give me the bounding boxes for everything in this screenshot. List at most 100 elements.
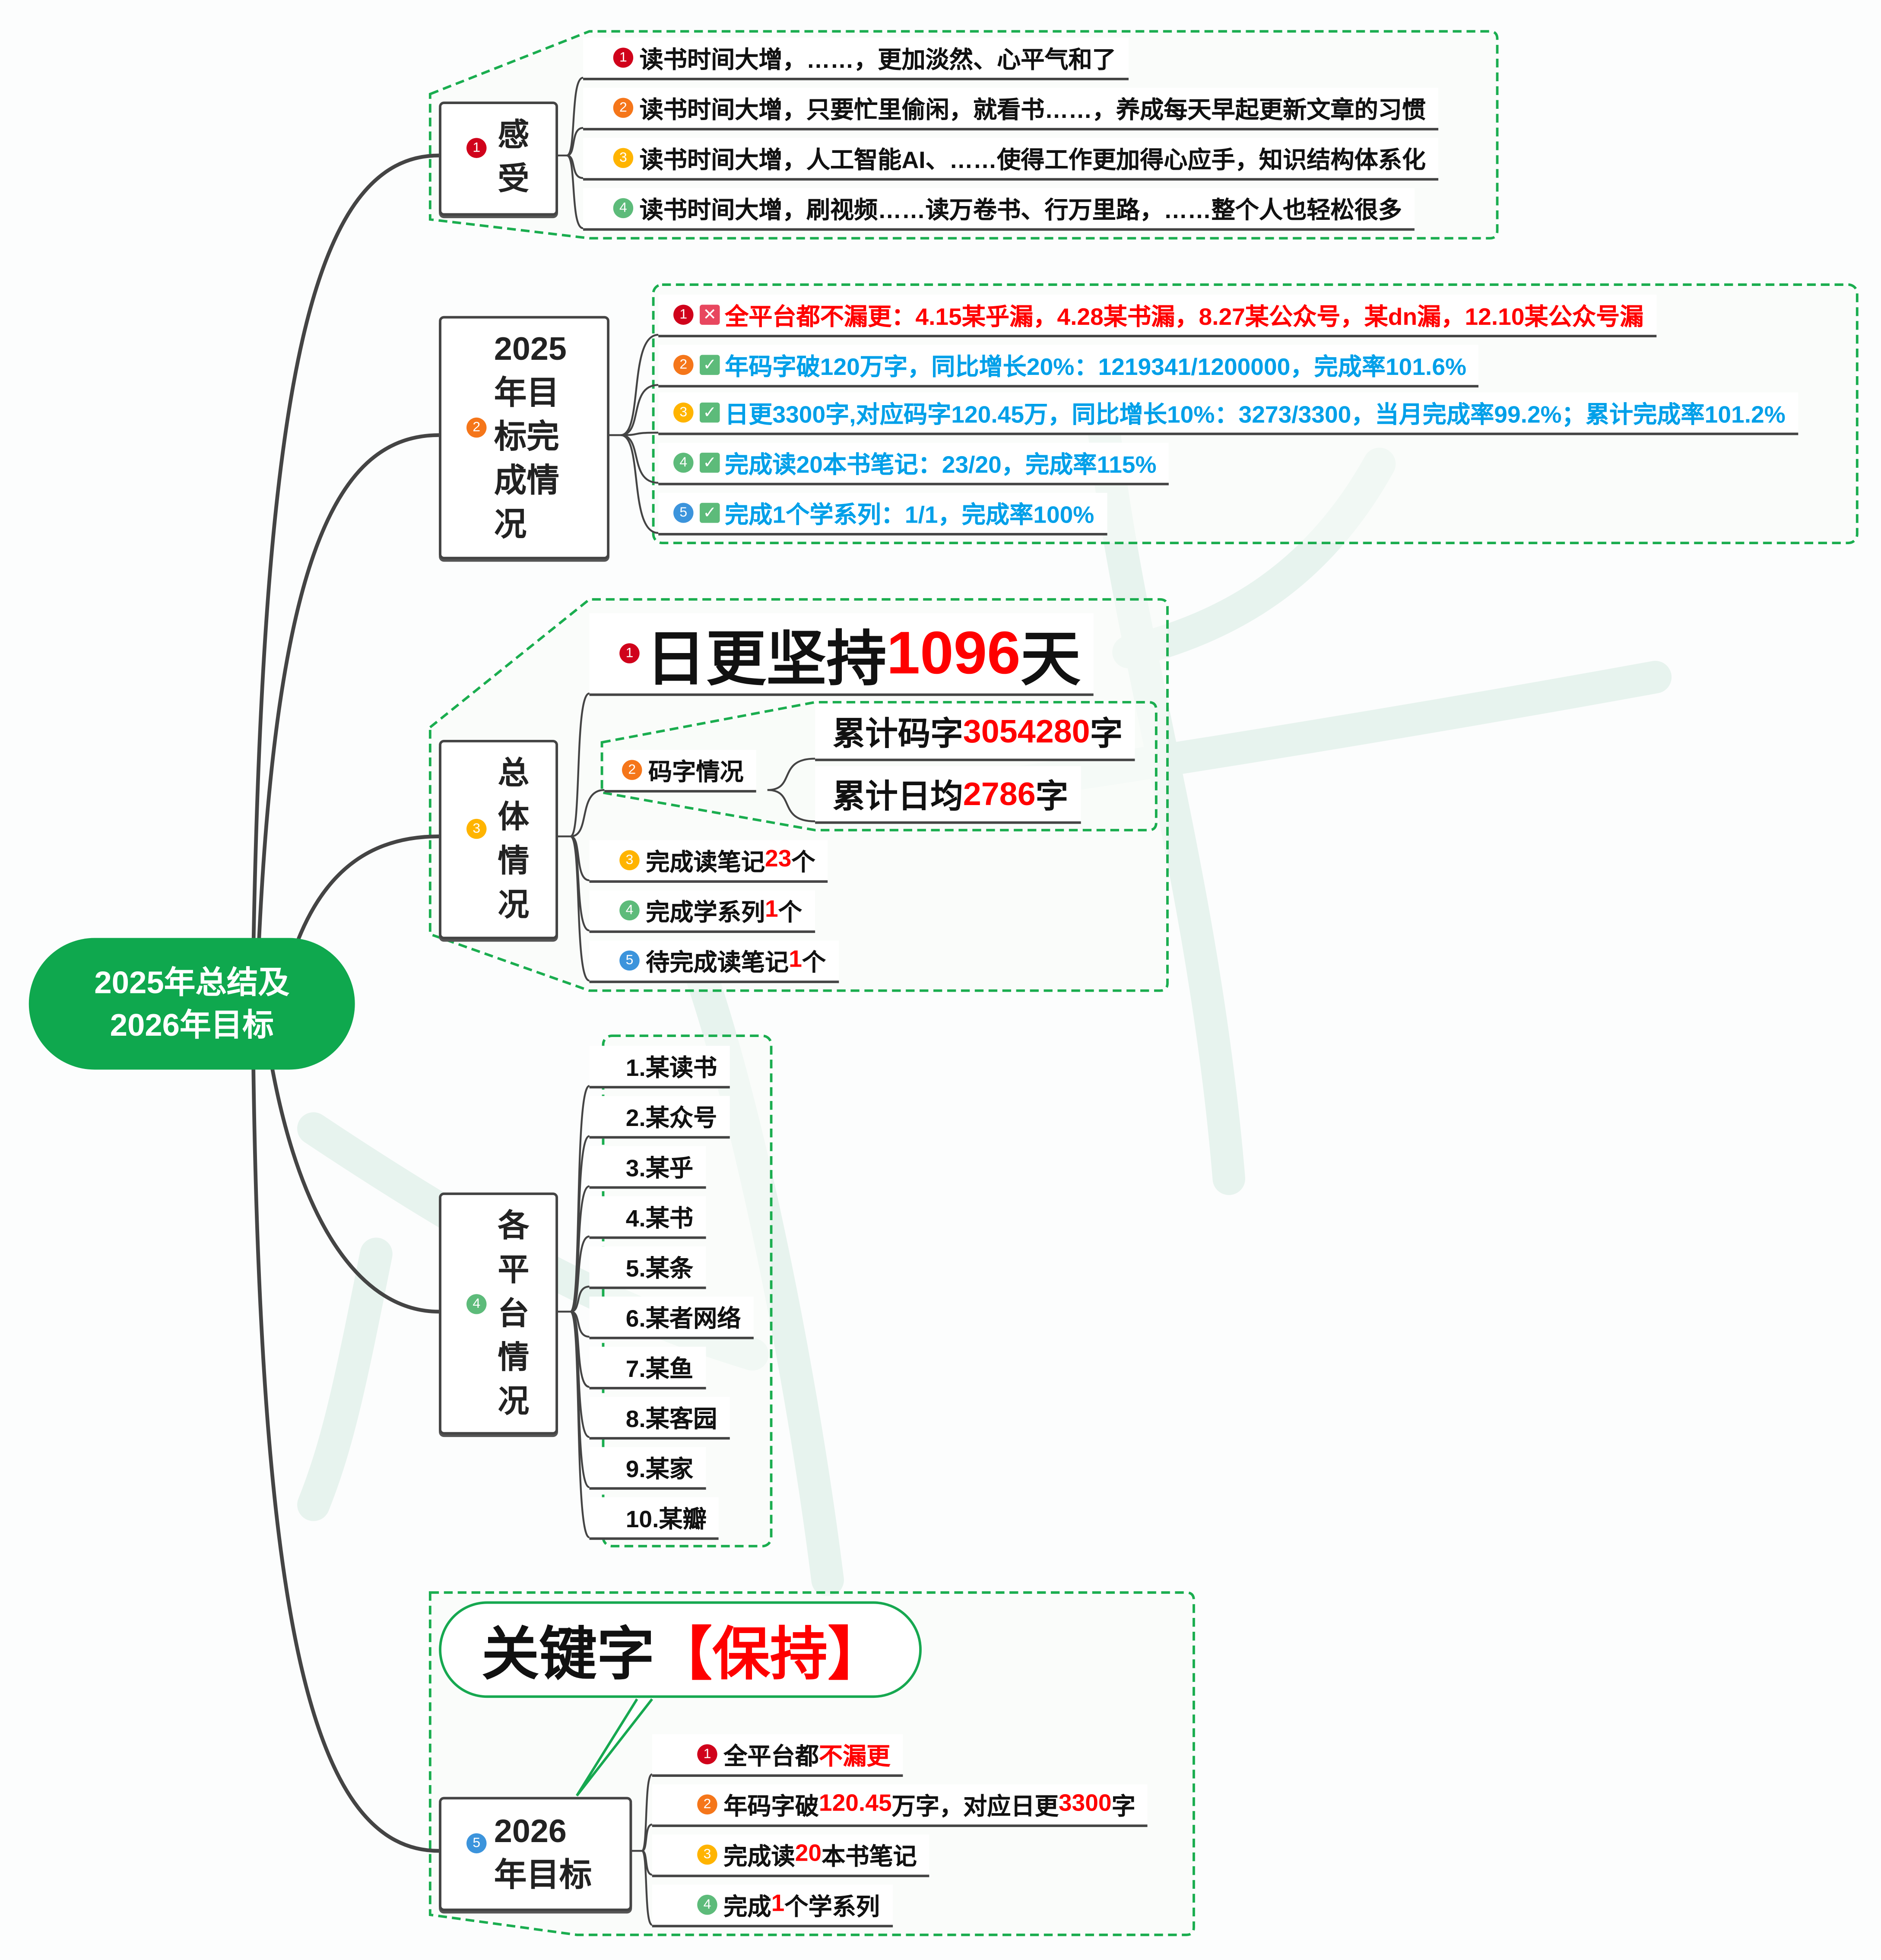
number-badge-icon: 1	[697, 1744, 717, 1764]
branch-item[interactable]: 4.某书	[589, 1196, 706, 1239]
number-badge-icon: 5	[673, 503, 694, 523]
item-text: 个学系列	[784, 1894, 880, 1921]
connector-sub-branch	[767, 789, 815, 822]
root-title-line2: 2026年目标	[110, 1007, 274, 1043]
topic-label: 感受	[498, 114, 530, 202]
item-text: 完成	[723, 1894, 771, 1921]
item-text: 万字，对应日更	[891, 1794, 1059, 1820]
connector-branch	[620, 384, 659, 436]
connector-branch	[570, 835, 590, 932]
group-outline-1	[428, 30, 1499, 240]
branch-item[interactable]: 5.某条	[589, 1246, 706, 1289]
number-badge-icon: 5	[466, 1833, 487, 1854]
branch-item[interactable]: 3.某乎	[589, 1146, 706, 1189]
item-text: 1.某读书	[625, 1055, 717, 1082]
item-text: 累计码字	[832, 714, 963, 752]
topic-label-line: 2026	[494, 1812, 567, 1850]
root-node[interactable]: 2025年总结及 2026年目标	[29, 938, 355, 1070]
topic-node-4[interactable]: 4 各平台情况	[439, 1192, 558, 1435]
topic-label-line: 台	[498, 1297, 530, 1332]
branch-item[interactable]: 7.某鱼	[589, 1347, 706, 1389]
item-text: 23	[765, 846, 792, 873]
branch-item[interactable]: 10.某瓣	[589, 1497, 719, 1540]
connector-branch	[566, 76, 584, 157]
branch-item[interactable]: 2✓年码字破120万字，同比增长20%：1219341/1200000，完成率1…	[658, 345, 1479, 388]
number-badge-icon: 3	[697, 1844, 717, 1865]
number-badge-icon: 2	[697, 1794, 717, 1815]
keyword-label: 关键字	[481, 1621, 655, 1686]
connector-branch	[566, 154, 584, 229]
topic-label-line: 况	[498, 888, 530, 923]
check-box-icon: ✓	[700, 402, 720, 423]
item-text: 读书时间大增，刷视频……读万卷书、行万里路，……整个人也轻松很多	[639, 197, 1402, 224]
item-text: 9.某家	[625, 1456, 694, 1483]
branch-item[interactable]: 3✓日更3300字,对应码字120.45万，同比增长10%：3273/3300，…	[658, 392, 1798, 435]
item-text: 年码字破	[723, 1794, 819, 1820]
topic-label: 各平台情况	[498, 1205, 530, 1424]
item-text: 3300	[1058, 1790, 1112, 1817]
branch-item[interactable]: 9.某家	[589, 1447, 706, 1490]
connector-branch	[569, 1310, 590, 1538]
number-badge-icon: 3	[673, 402, 694, 423]
item-text: 全平台都不漏更：4.15某乎漏，4.28某书漏，8.27某公众号，某dn漏，12…	[725, 304, 1644, 331]
number-badge-icon: 2	[673, 355, 694, 375]
branch-item[interactable]: 4✓完成读20本书笔记：23/20，完成率115%	[658, 442, 1169, 485]
item-text: 完成1个学系列：1/1，完成率100%	[725, 502, 1094, 529]
item-text: 字	[1035, 777, 1069, 815]
branch-item[interactable]: 2.某众号	[589, 1096, 730, 1139]
number-badge-icon: 4	[466, 1294, 487, 1314]
item-text: 码字情况	[648, 759, 744, 786]
connector-branch	[641, 1824, 653, 1852]
item-text: 个	[791, 849, 815, 876]
item-text: 个	[778, 900, 802, 926]
check-box-icon: ✓	[700, 453, 720, 473]
callout-tail	[576, 1698, 653, 1797]
branch-item[interactable]: 1✕全平台都不漏更：4.15某乎漏，4.28某书漏，8.27某公众号，某dn漏，…	[658, 295, 1656, 337]
branch-item[interactable]: 1.某读书	[589, 1046, 730, 1089]
connector-branch	[620, 434, 659, 534]
item-text: 2786	[963, 774, 1036, 812]
item-text: 个	[802, 950, 826, 977]
number-badge-icon: 3	[466, 818, 487, 839]
item-text: 完成读笔记	[646, 849, 765, 876]
branch-item[interactable]: 6.某者网络	[589, 1297, 754, 1339]
topic-label-line: 成情	[494, 461, 559, 499]
connector-root-3	[294, 834, 439, 946]
branch-item[interactable]: 5 ✓完成1个学系列：1/1，完成率100%	[658, 492, 1107, 536]
topic-label-line: 2025	[494, 330, 567, 368]
item-text: 年码字破120万字，同比增长20%：1219341/1200000，完成率101…	[725, 354, 1467, 381]
item-text: 3054280	[963, 711, 1090, 749]
keyword-highlight: 【保持】	[654, 1621, 885, 1686]
cross-box-icon: ✕	[700, 304, 720, 325]
item-text: 1096	[886, 620, 1021, 687]
branch-item[interactable]: 8.某客园	[589, 1397, 730, 1440]
item-text: 读书时间大增，只要忙里偷闲，就看书……，养成每天早起更新文章的习惯	[639, 97, 1426, 124]
item-text: 8.某客园	[625, 1406, 717, 1433]
keyword-callout[interactable]: 关键字 【保持】	[439, 1601, 922, 1698]
topic-label-line: 标完	[494, 417, 559, 455]
connector-root-2	[256, 433, 439, 956]
check-box-icon: ✓	[700, 503, 720, 523]
item-text: 累计日均	[832, 777, 963, 815]
